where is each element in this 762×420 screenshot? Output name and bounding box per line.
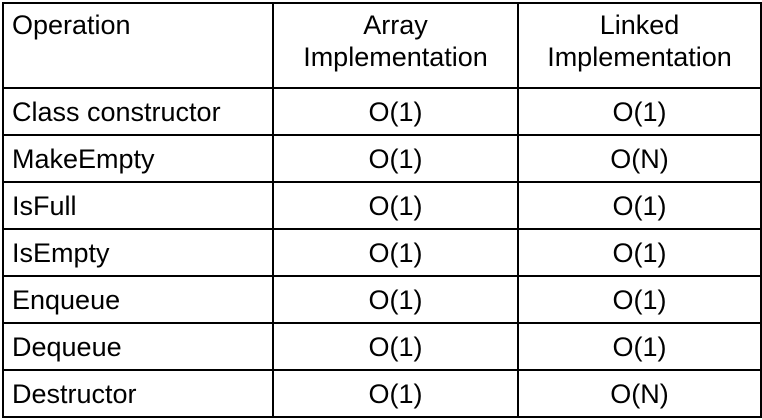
table-row: Enqueue O(1) O(1) — [2, 275, 762, 324]
table-row: IsFull O(1) O(1) — [2, 181, 762, 230]
linked-complexity-cell: O(1) — [517, 87, 762, 136]
array-complexity-cell: O(1) — [272, 228, 519, 277]
linked-header-line-1: Linked — [599, 10, 680, 40]
operation-cell: MakeEmpty — [2, 134, 274, 183]
operation-cell: Enqueue — [2, 275, 274, 324]
array-implementation-header: Array Implementation — [272, 2, 519, 89]
linked-complexity-cell: O(1) — [517, 181, 762, 230]
linked-implementation-header: Linked Implementation — [517, 2, 762, 89]
linked-complexity-cell: O(1) — [517, 322, 762, 371]
array-complexity-cell: O(1) — [272, 275, 519, 324]
linked-complexity-cell: O(1) — [517, 228, 762, 277]
array-complexity-cell: O(1) — [272, 181, 519, 230]
array-complexity-cell: O(1) — [272, 87, 519, 136]
operation-cell: Destructor — [2, 369, 274, 418]
array-complexity-cell: O(1) — [272, 322, 519, 371]
table-row: Class constructor O(1) O(1) — [2, 87, 762, 136]
linked-complexity-cell: O(N) — [517, 134, 762, 183]
table-row: Dequeue O(1) O(1) — [2, 322, 762, 371]
table-row: MakeEmpty O(1) O(N) — [2, 134, 762, 183]
linked-complexity-cell: O(1) — [517, 275, 762, 324]
linked-complexity-cell: O(N) — [517, 369, 762, 418]
operation-header-label: Operation — [12, 10, 131, 40]
table-row: IsEmpty O(1) O(1) — [2, 228, 762, 277]
operation-cell: Class constructor — [2, 87, 274, 136]
operation-header: Operation — [2, 2, 274, 89]
array-complexity-cell: O(1) — [272, 134, 519, 183]
table-row: Destructor O(1) O(N) — [2, 369, 762, 418]
array-complexity-cell: O(1) — [272, 369, 519, 418]
operation-cell: IsFull — [2, 181, 274, 230]
operation-cell: Dequeue — [2, 322, 274, 371]
linked-header-line-2: Implementation — [547, 42, 732, 72]
array-header-line-2: Implementation — [303, 42, 488, 72]
operation-cell: IsEmpty — [2, 228, 274, 277]
array-header-line-1: Array — [363, 10, 428, 40]
header-row: Operation Array Implementation Linked Im… — [2, 2, 762, 89]
